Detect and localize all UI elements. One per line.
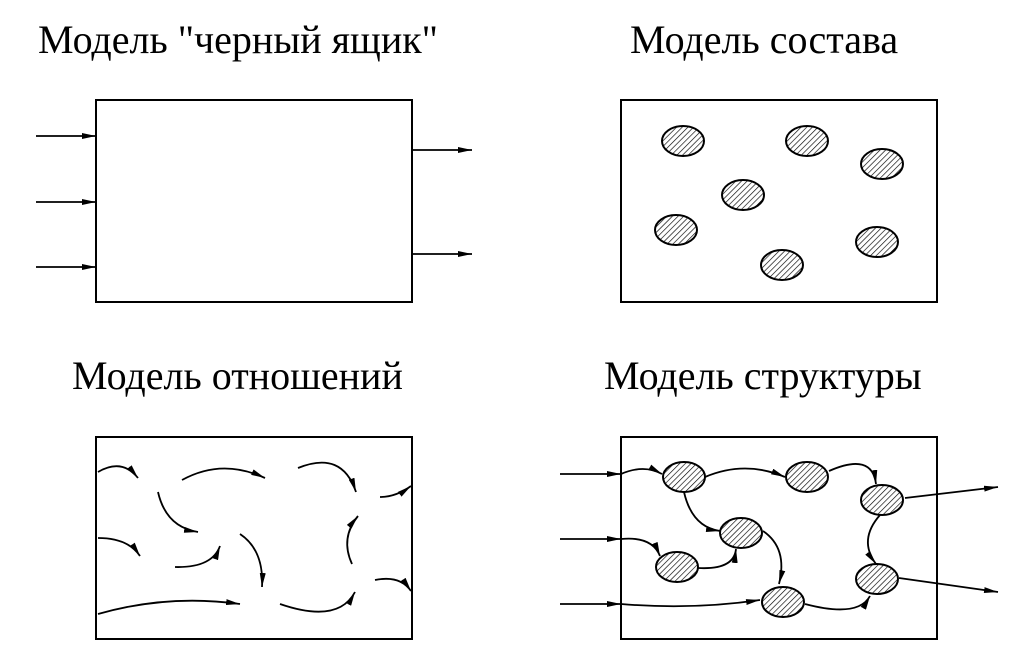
composition-frame xyxy=(620,99,938,303)
element-node xyxy=(719,517,763,549)
element-node xyxy=(785,125,829,157)
relation-arrow xyxy=(97,599,241,615)
relations-panel xyxy=(95,436,413,640)
structure-model-title: Модель структуры xyxy=(604,353,922,398)
composition-panel xyxy=(620,99,938,303)
structure-frame xyxy=(620,436,938,640)
link-arrow xyxy=(620,599,761,608)
relation-arrow xyxy=(279,591,356,613)
relation-arrow xyxy=(239,533,266,588)
relation-arrow xyxy=(379,485,412,498)
relation-arrow xyxy=(97,537,141,557)
relation-arrow xyxy=(297,461,357,493)
element-node xyxy=(855,563,899,595)
link-arrow xyxy=(620,537,661,557)
relation-arrow xyxy=(181,467,266,481)
element-node xyxy=(760,249,804,281)
black-box-panel xyxy=(36,99,472,303)
element-node xyxy=(662,461,706,493)
element-node xyxy=(785,461,829,493)
link-arrow xyxy=(697,548,738,570)
element-node xyxy=(761,586,805,618)
output-arrow xyxy=(898,577,999,594)
structure-panel xyxy=(560,436,999,640)
link-arrow xyxy=(762,530,786,585)
element-node xyxy=(655,551,699,583)
black-box-model-title: Модель "черный ящик" xyxy=(38,17,438,62)
relation-arrow xyxy=(374,577,412,592)
relation-arrow xyxy=(157,491,199,533)
relation-arrow xyxy=(346,515,359,565)
relations-model-title: Модель отношений xyxy=(72,353,403,398)
link-arrow xyxy=(620,464,663,475)
element-node xyxy=(855,226,899,258)
element-node xyxy=(661,125,705,157)
link-arrow xyxy=(828,463,878,485)
element-node xyxy=(721,179,765,211)
composition-model-title: Модель состава xyxy=(630,17,899,62)
link-arrow xyxy=(704,467,786,478)
link-arrow xyxy=(683,491,721,532)
element-node xyxy=(654,214,698,246)
link-arrow xyxy=(804,595,871,611)
output-arrow xyxy=(904,485,999,499)
link-arrow xyxy=(865,514,881,565)
black-box-frame xyxy=(95,99,413,303)
relation-arrow xyxy=(174,545,221,568)
element-node xyxy=(860,484,904,516)
relations-frame xyxy=(95,436,413,640)
element-node xyxy=(860,148,904,180)
relation-arrow xyxy=(97,465,139,479)
